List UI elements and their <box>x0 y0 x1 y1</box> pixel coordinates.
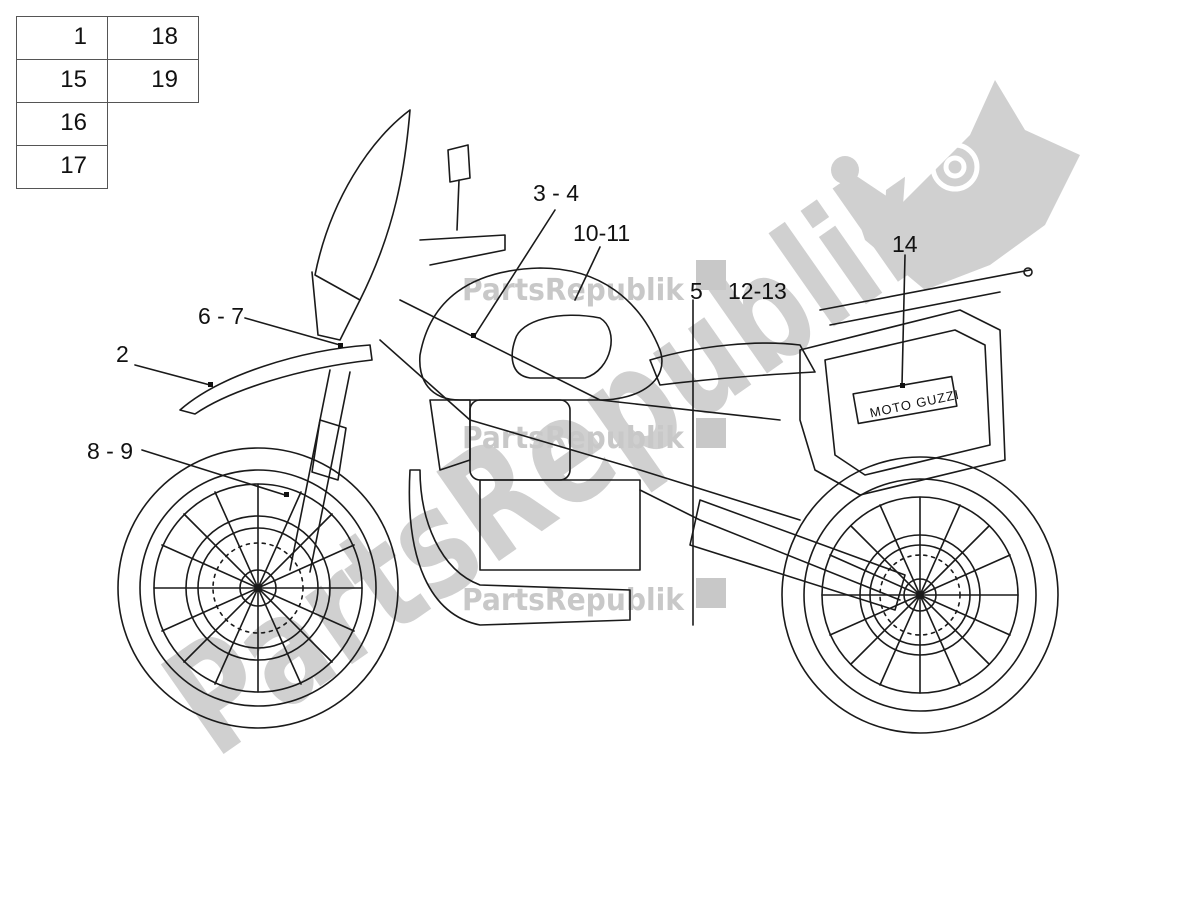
callout-12-13: 12-13 <box>728 278 787 304</box>
callout-3-4: 3 - 4 <box>533 180 580 206</box>
callout-markers <box>208 333 905 497</box>
watermark-wrench-icon <box>840 80 1080 290</box>
watermark-small-gear-icons <box>696 260 726 608</box>
callout-2: 2 <box>116 341 129 367</box>
part-box-18: 18 <box>107 16 199 60</box>
part-number: 19 <box>151 66 178 93</box>
part-box-16: 16 <box>16 102 108 146</box>
part-box-17: 17 <box>16 145 108 189</box>
callout-6-7: 6 - 7 <box>198 303 245 329</box>
part-number: 17 <box>60 152 87 179</box>
part-box-1: 1 <box>16 16 108 60</box>
part-box-15: 15 <box>16 59 108 103</box>
watermark-small-text-1: PartsRepublik <box>462 273 685 308</box>
part-number: 15 <box>60 66 87 93</box>
part-number: 16 <box>60 109 87 136</box>
bike-lines <box>117 109 1059 734</box>
part-number: 18 <box>151 23 178 50</box>
callout-10-11: 10-11 <box>573 220 631 246</box>
callout-5: 5 <box>690 278 703 304</box>
watermark-gear-icon <box>930 142 980 192</box>
watermark-large-text: PartsRepublik <box>136 129 975 789</box>
case-badge: MOTO GUZZI <box>868 387 960 421</box>
callout-14: 14 <box>892 231 918 257</box>
part-box-19: 19 <box>107 59 199 103</box>
callout-8-9: 8 - 9 <box>87 438 134 464</box>
part-number: 1 <box>73 23 87 50</box>
